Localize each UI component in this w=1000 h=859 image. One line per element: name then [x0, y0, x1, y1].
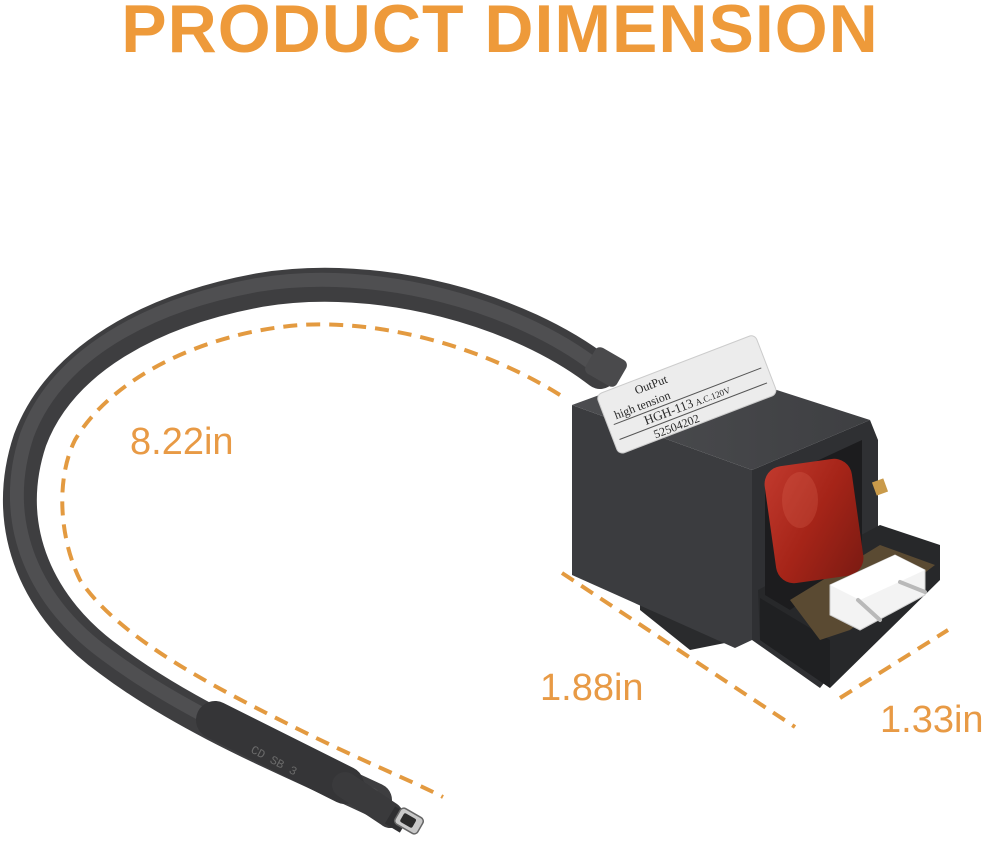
page-title: PRODUCT DIMENSION [121, 0, 879, 67]
body-length-line [560, 571, 797, 729]
dimension-lines [60, 322, 950, 799]
body-length-label: 1.88in [540, 667, 644, 709]
cable-length-label: 8.22in [130, 421, 234, 463]
ignition-module [572, 362, 940, 688]
cable-length-line [60, 322, 562, 799]
cable: CD SB 3 [2, 267, 627, 835]
body-width-label: 1.33in [880, 699, 984, 741]
